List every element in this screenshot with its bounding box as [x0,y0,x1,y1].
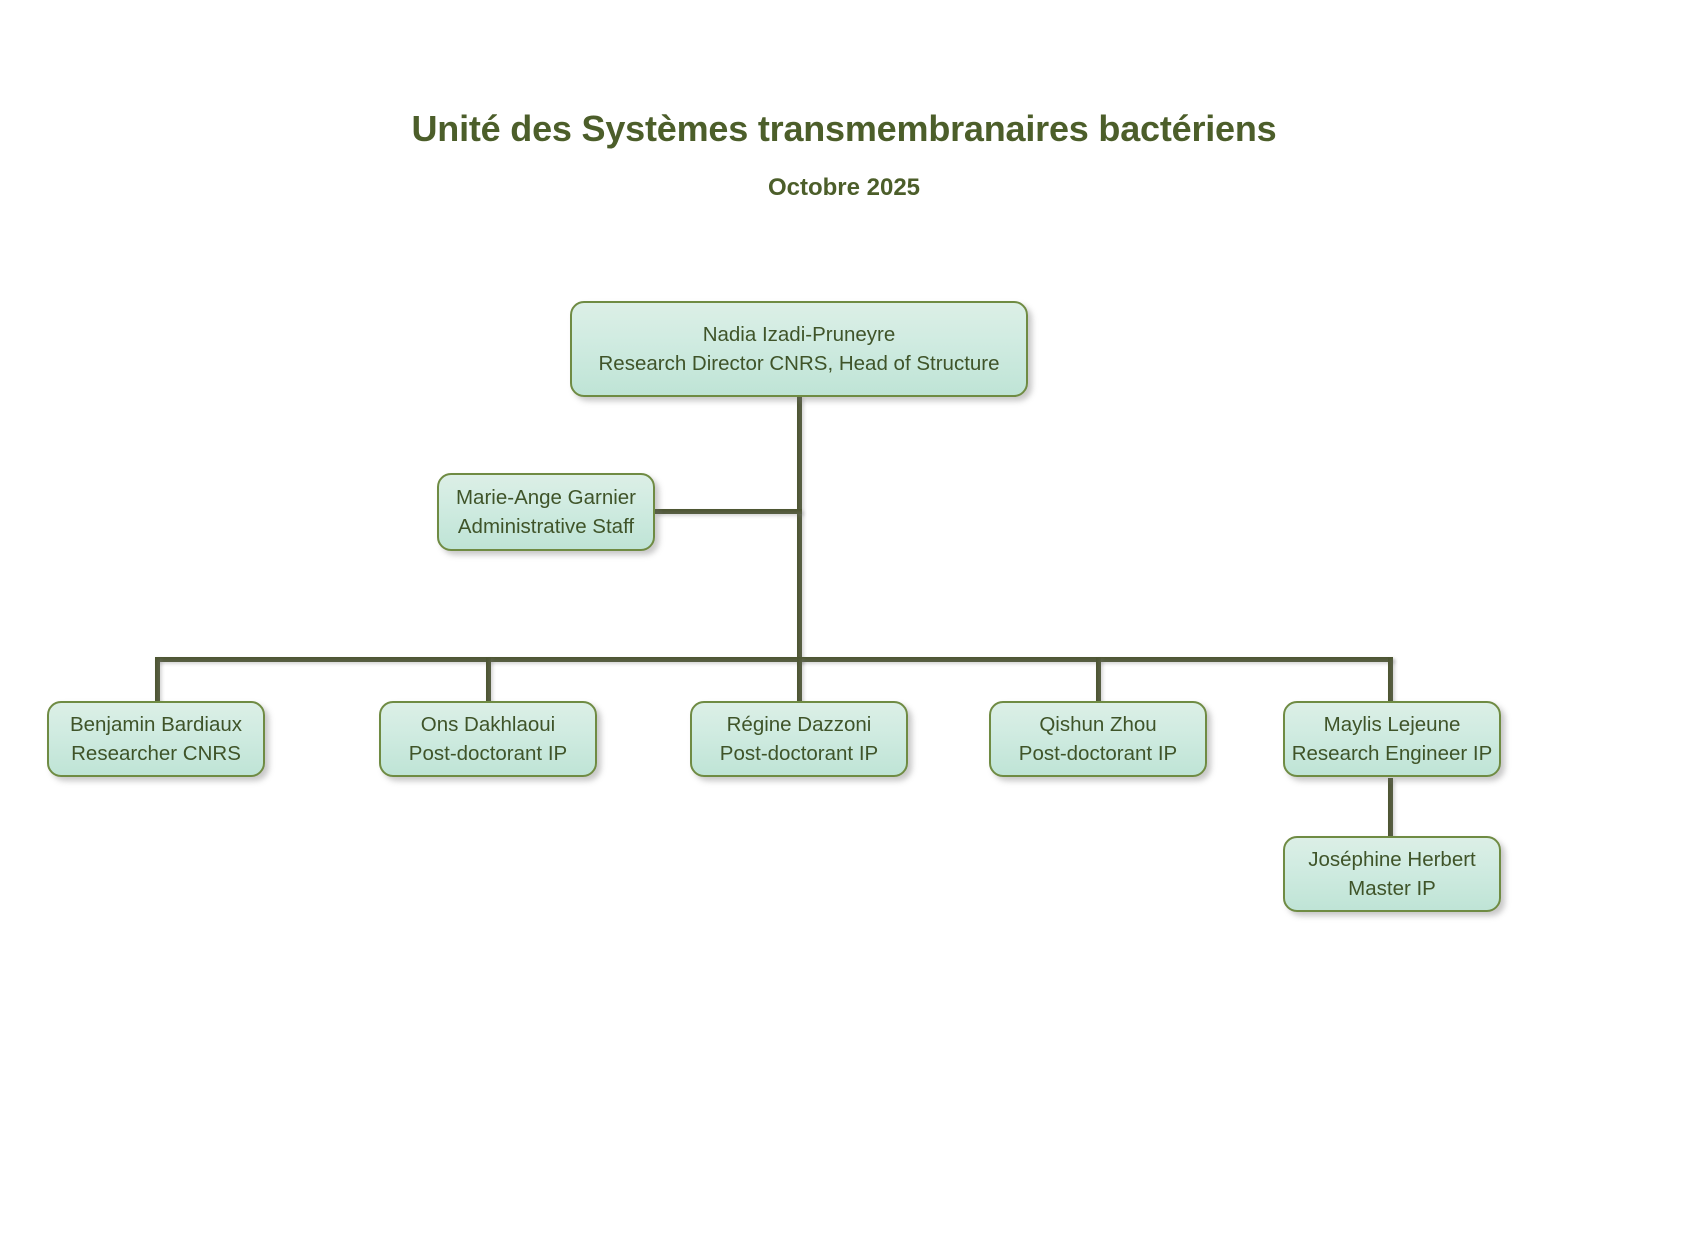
node-benjamin-bardiaux[interactable]: Benjamin Bardiaux Researcher CNRS [47,701,265,777]
node-name: Maylis Lejeune [1323,713,1461,736]
node-maylis-lejeune[interactable]: Maylis Lejeune Research Engineer IP [1283,701,1501,777]
node-regine-dazzoni[interactable]: Régine Dazzoni Post-doctorant IP [690,701,908,777]
connector-lejeune-to-herbert [1388,778,1393,840]
node-role: Researcher CNRS [71,742,241,765]
node-name: Qishun Zhou [1039,713,1157,736]
node-role: Research Director CNRS, Head of Structur… [598,352,1000,375]
node-josephine-herbert[interactable]: Joséphine Herbert Master IP [1283,836,1501,912]
node-ons-dakhlaoui[interactable]: Ons Dakhlaoui Post-doctorant IP [379,701,597,777]
node-role: Research Engineer IP [1291,742,1493,765]
node-name: Nadia Izadi-Pruneyre [702,323,896,346]
connector-root-trunk [797,396,802,662]
node-name: Régine Dazzoni [726,713,872,736]
node-name: Marie-Ange Garnier [455,486,636,509]
node-role: Post-doctorant IP [1018,742,1178,765]
connector-drop-bardiaux [155,657,160,705]
node-name: Ons Dakhlaoui [420,713,556,736]
connector-drop-zhou [1096,657,1101,705]
connector-drop-dakhlaoui [486,657,491,705]
node-name: Benjamin Bardiaux [69,713,243,736]
page-title: Unité des Systèmes transmembranaires bac… [411,108,1277,149]
connector-level2-bus [155,657,1393,662]
node-role: Post-doctorant IP [719,742,879,765]
node-qishun-zhou[interactable]: Qishun Zhou Post-doctorant IP [989,701,1207,777]
connector-root-to-admin [655,509,802,514]
node-name: Joséphine Herbert [1308,848,1476,871]
node-role: Post-doctorant IP [408,742,568,765]
node-role: Administrative Staff [457,515,635,538]
node-marie-ange-garnier[interactable]: Marie-Ange Garnier Administrative Staff [437,473,655,551]
node-nadia-izadi-pruneyre[interactable]: Nadia Izadi-Pruneyre Research Director C… [570,301,1028,397]
node-role: Master IP [1348,877,1436,900]
connector-drop-lejeune [1388,657,1393,705]
page-subtitle: Octobre 2025 [767,174,921,201]
connector-drop-dazzoni [797,657,802,705]
